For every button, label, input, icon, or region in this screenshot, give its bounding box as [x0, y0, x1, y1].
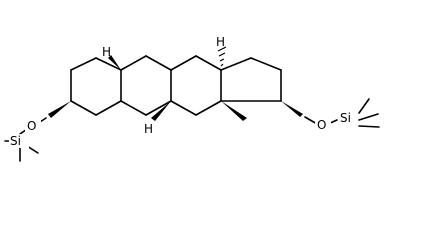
hydrogen-c5-label: H	[102, 45, 111, 59]
oxygen-left-label: O	[27, 119, 36, 133]
ring-a	[70, 57, 122, 116]
c17-o-wedge	[281, 101, 303, 117]
stereo-bonds	[48, 46, 303, 121]
silicon-left-label: Si	[10, 134, 21, 148]
hydrogen-c14-label: H	[216, 35, 225, 49]
c3-o-wedge	[48, 101, 71, 118]
c5-h-wedge	[108, 55, 121, 70]
c9-h-wedge	[151, 101, 171, 121]
c14-h-hash	[217, 46, 227, 67]
ring-b	[120, 55, 172, 116]
oxygen-right-label: O	[317, 118, 326, 132]
silicon-right-label: Si	[340, 111, 351, 125]
hydrogen-c9-label: H	[144, 122, 153, 136]
steroid-structure-diagram: O Si O Si H H H	[4, 35, 380, 162]
c18-methyl-wedge	[221, 101, 247, 121]
ring-c	[170, 55, 222, 116]
ring-d	[220, 57, 282, 102]
